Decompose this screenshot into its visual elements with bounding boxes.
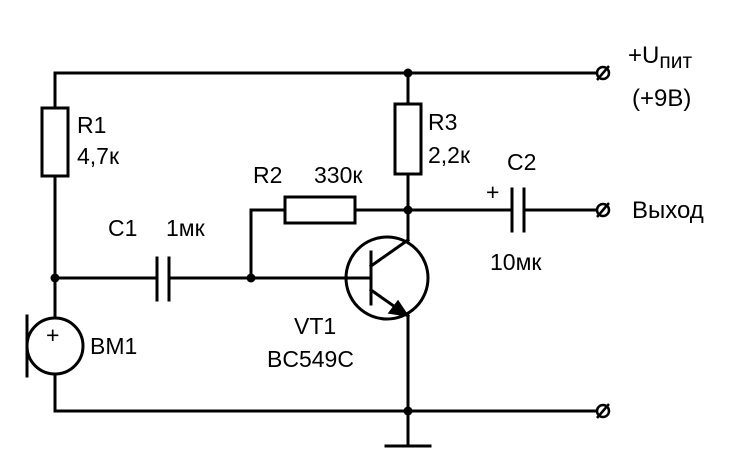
r3-name: R3 [428, 109, 457, 135]
resistor-r3: R3 2,2к [393, 68, 471, 242]
output-label: Выход [632, 197, 704, 224]
supply-subscript: пит [659, 50, 692, 73]
microphone-bm1: + BM1 [25, 314, 137, 378]
supply-rail [53, 65, 611, 81]
mic-name: BM1 [90, 333, 137, 359]
r1-value: 4,7к [77, 143, 120, 169]
ground-rail [53, 403, 611, 419]
mic-polarity: + [46, 322, 59, 348]
c1-value: 1мк [166, 215, 206, 241]
ground-icon [384, 409, 432, 448]
supply-prefix: +U [628, 42, 659, 69]
capacitor-c1: C1 1мк [108, 215, 350, 302]
capacitor-c2: + C2 10мк [406, 149, 611, 275]
junction-dot [403, 68, 413, 78]
resistor-r2: R2 330к [249, 162, 410, 280]
r2-name: R2 [253, 162, 282, 188]
svg-text:+Uпит: +Uпит [628, 42, 692, 73]
resistor-r1: R1 4,7к [40, 106, 120, 178]
r1-name: R1 [77, 112, 106, 138]
r2-value: 330к [314, 162, 363, 188]
r3-value: 2,2к [428, 142, 471, 168]
c2-polarity: + [486, 179, 499, 205]
vt1-name: VT1 [294, 313, 336, 339]
junction-dot [50, 273, 60, 283]
c2-name: C2 [507, 149, 536, 175]
c1-name: C1 [108, 215, 137, 241]
c2-value: 10мк [490, 249, 542, 275]
vt1-model: BC549C [267, 346, 354, 372]
supply-label: +Uпит (+9В) [628, 42, 692, 112]
emitter-arrow [387, 299, 410, 318]
left-branch-wires [50, 71, 159, 413]
transistor-vt1: VT1 BC549C [267, 235, 430, 416]
supply-value: (+9В) [632, 85, 691, 112]
